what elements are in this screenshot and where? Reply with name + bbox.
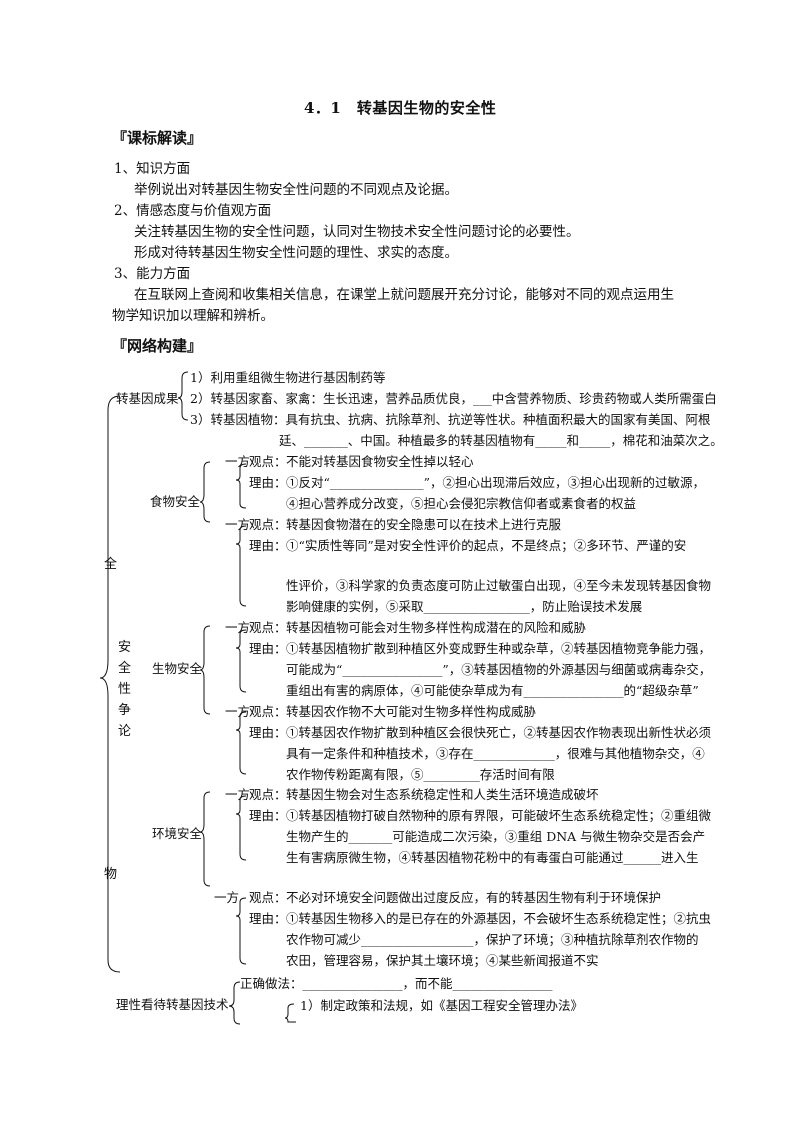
kebiao-item: 举例说出对转基因生物安全性问题的不同观点及论据。	[134, 182, 458, 198]
food-safety-label: 食物安全	[150, 494, 201, 509]
bio-reason-2c: 农作物传粉距离有限，⑤_________存活时间有限	[286, 767, 555, 782]
reason-label: 理由：	[249, 475, 287, 490]
food-reason-2c: 影响健康的实例，⑤采取_________________，防止贻误技术发展	[286, 599, 643, 614]
vertical-char: 安	[118, 640, 132, 655]
reason-label: 理由：	[249, 641, 287, 656]
chengguo-item: 廷、_______、中国。种植最多的转基因植物有_____和_____，棉花和油…	[279, 433, 723, 448]
side-label: 一方	[225, 620, 251, 635]
lixing-correct: 正确做法：________________，而不能_______________…	[240, 976, 553, 991]
side-label: 一方	[225, 787, 251, 802]
reason-label: 理由：	[249, 538, 287, 553]
food-reason-2: ①“实质性等同”是对安全性评价的起点，不是终点；②多环节、严谨的安	[286, 538, 687, 553]
side-label: 一方	[214, 890, 240, 905]
section-heading-kebiao: 『课标解读』	[112, 129, 203, 147]
food-view-1: 不能对转基因食物安全性掉以轻心	[286, 454, 474, 469]
chengguo-item: 1）利用重组微生物进行基因制药等	[190, 370, 386, 385]
env-reason-2: ①转基因生物移入的是已存在的外源基因，不会破坏生态系统稳定性；②抗虫	[286, 911, 712, 926]
chengguo-item: 2）转基因家畜、家禽：生长迅速，营养品质优良，___中含营养物质、珍贵药物或人类…	[190, 391, 717, 406]
kebiao-item: 关注转基因生物的安全性问题，认同对生物技术安全性问题讨论的必要性。	[134, 224, 580, 240]
bio-reason-1b: 可能成为“________________”，③转基因植物的外源基因与细菌或病毒…	[286, 662, 712, 677]
view-label: 观点：	[249, 517, 287, 532]
kebiao-item: 形成对待转基因生物安全性问题的理性、求实的态度。	[134, 245, 458, 261]
bio-reason-2: ①转基因农作物扩散到种植区会很快死亡，②转基因农作物表现出新性状必须	[286, 725, 712, 740]
lixing-policy: 1）制定政策和法规，如《基因工程安全管理办法》	[300, 998, 583, 1013]
side-label: 一方	[225, 454, 251, 469]
vertical-char: 论	[118, 724, 132, 739]
bio-reason-1: ①转基因植物扩散到种植区外变成野生种或杂草，②转基因植物竞争能力强，	[286, 641, 712, 656]
vertical-char: 争	[118, 703, 132, 718]
bio-reason-2b: 具有一定条件和种植技术，③存在_____________，很难与其他植物杂交，④	[286, 746, 705, 761]
section-heading-wangluo: 『网络构建』	[112, 337, 203, 355]
side-label: 一方	[225, 704, 251, 719]
env-reason-2b: 农作物可减少__________________，保护了环境；③种植抗除草剂农作…	[286, 932, 699, 947]
bio-reason-1c: 重组出有害的病原体，④可能使杂草成为有________________的“超级杂…	[286, 683, 699, 698]
food-reason-2b: 性评价，③科学家的负责态度可防止过敏蛋白出现，④至今未发现转基因食物	[286, 578, 712, 593]
reason-label: 理由：	[249, 725, 287, 740]
kebiao-item: 物学知识加以理解和辨析。	[112, 308, 274, 324]
page-title: 4．1 转基因生物的安全性	[304, 99, 497, 117]
env-reason-1: ①转基因植物打破自然物种的原有界限，可能破坏生态系统稳定性；②重组微	[286, 808, 712, 823]
vertical-char: 全	[118, 661, 132, 676]
env-reason-1b: 生物产生的_______可能造成二次污染，③重组 DNA 与微生物杂交是否会产	[286, 829, 706, 844]
bio-view-2: 转基因农作物不大可能对生物多样性构成威胁	[286, 704, 537, 719]
view-label: 观点：	[249, 620, 287, 635]
bio-view-1: 转基因植物可能会对生物多样性构成潜在的风险和威胁	[286, 620, 587, 635]
view-label: 观点：	[249, 890, 287, 905]
env-view-2: 不必对环境安全问题做出过度反应，有的转基因生物有利于环境保护	[286, 890, 662, 905]
food-reason-1: ①反对“_______________”，②担心出现滞后效应，③担心出现新的过敏…	[286, 475, 706, 490]
kebiao-item: 在互联网上查阅和收集相关信息，在课堂上就问题展开充分讨论，能够对不同的观点运用生	[134, 287, 674, 303]
vertical-char: 全	[104, 557, 118, 572]
view-label: 观点：	[249, 704, 287, 719]
env-reason-1c: 生有害病原微生物，④转基因植物花粉中的有毒蛋白可能通过______进入生	[286, 850, 699, 865]
kebiao-item: 3、能力方面	[114, 266, 191, 282]
vertical-char: 物	[104, 867, 118, 882]
env-view-1: 转基因生物会对生态系统稳定性和人类生活环境造成破坏	[286, 787, 599, 802]
view-label: 观点：	[249, 454, 287, 469]
env-safety-label: 环境安全	[152, 826, 203, 841]
chengguo-label: 转基因成果	[116, 391, 179, 406]
reason-label: 理由：	[249, 808, 287, 823]
env-reason-2c: 农田，管理容易，保护其土壤环境；④某些新闻报道不实	[286, 953, 599, 968]
lixing-label: 理性看待转基因技术	[116, 997, 229, 1012]
view-label: 观点：	[249, 787, 287, 802]
side-label: 一方	[225, 517, 251, 532]
kebiao-item: 1、知识方面	[114, 161, 191, 177]
chengguo-item: 3）转基因植物：具有抗虫、抗病、抗除草剂、抗逆等性状。种植面积最大的国家有美国、…	[190, 412, 711, 427]
vertical-char: 性	[118, 682, 132, 697]
reason-label: 理由：	[249, 911, 287, 926]
bio-safety-label: 生物安全	[152, 661, 203, 676]
kebiao-item: 2、情感态度与价值观方面	[114, 203, 272, 219]
food-view-2: 转基因食物潜在的安全隐患可以在技术上进行克服	[286, 517, 562, 532]
food-reason-1b: ④担心营养成分改变，⑤担心会侵犯宗教信仰者或素食者的权益	[286, 496, 637, 511]
